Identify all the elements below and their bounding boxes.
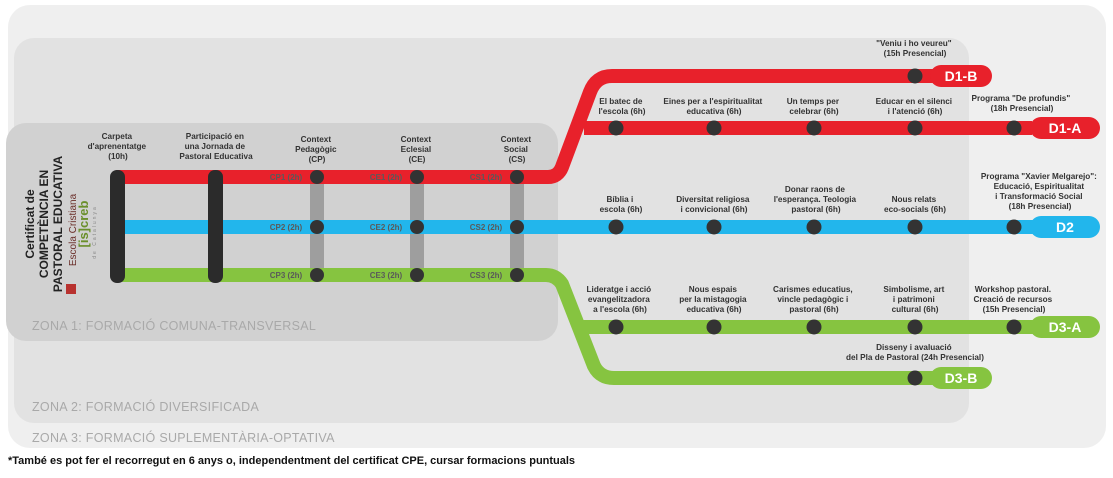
stop-cp1[interactable]: [310, 170, 324, 184]
code-cs2: CS2 (2h): [470, 223, 503, 232]
label-d2-3: Donar raons de l'esperança. Teologia pas…: [774, 185, 859, 214]
stop-ce1[interactable]: [410, 170, 424, 184]
stop-cs3[interactable]: [510, 268, 524, 282]
logo-mark-icon: [66, 284, 76, 294]
label-d1a-2: Eines per a l'espiritualitat educativa (…: [663, 97, 764, 116]
zone-2-label: ZONA 2: FORMACIÓ DIVERSIFICADA: [32, 399, 259, 414]
badge-d1b[interactable]: [930, 65, 992, 87]
side-title-line-3: PASTORAL EDUCATIVA: [51, 156, 65, 293]
header-jornada: Participació en una Jornada de Pastoral …: [179, 132, 253, 161]
badge-d2-text: D2: [1056, 219, 1074, 235]
badge-d3b-text: D3-B: [945, 370, 978, 386]
header-cp: Context Pedagògic (CP): [295, 135, 339, 164]
header-carpeta: Carpeta d'aprenentatge (10h): [88, 132, 149, 161]
logo-sub: de Catalunya: [92, 205, 98, 258]
stop-d2-3[interactable]: [806, 219, 822, 235]
badge-d3a-text: D3-A: [1049, 319, 1082, 335]
stop-d1a-2[interactable]: [706, 120, 722, 136]
stop-cs2[interactable]: [510, 220, 524, 234]
label-d1a-4: Educar en el silenci i l'atenció (6h): [876, 97, 955, 116]
code-cp1: CP1 (2h): [270, 173, 303, 182]
label-d3a-4: Simbolisme, art i patrimoni cultural (6h…: [883, 285, 946, 314]
label-d3a-3: Carismes educatius, vincle pedagògic i p…: [773, 285, 855, 314]
jornada-bar: [208, 170, 223, 283]
label-d2-1: Bíblia i escola (6h): [600, 195, 643, 214]
zone-1-label: ZONA 1: FORMACIÓ COMUNA-TRANSVERSAL: [32, 318, 316, 333]
label-d2-2: Diversitat religiosa i convicional (6h): [676, 195, 752, 214]
logo-name: Escola Cristiana: [68, 193, 79, 266]
badge-d1a-text: D1-A: [1049, 120, 1082, 136]
badge-d2[interactable]: [1030, 216, 1100, 238]
badge-d1b-text: D1-B: [945, 68, 978, 84]
stop-d3a-2[interactable]: [706, 319, 722, 335]
footnote: *També es pot fer el recorregut en 6 any…: [8, 455, 576, 467]
label-d2-4: Nous relats eco-socials (6h): [884, 195, 946, 214]
stop-d3a-3[interactable]: [806, 319, 822, 335]
code-cs3: CS3 (2h): [470, 271, 503, 280]
stop-d2-4[interactable]: [907, 219, 923, 235]
stop-d3a-4[interactable]: [907, 319, 923, 335]
carpeta-bar: [110, 170, 125, 283]
code-ce1: CE1 (2h): [370, 173, 403, 182]
stop-d1a-1[interactable]: [608, 120, 624, 136]
code-cp2: CP2 (2h): [270, 223, 303, 232]
stop-cs1[interactable]: [510, 170, 524, 184]
code-ce2: CE2 (2h): [370, 223, 403, 232]
stop-d1b[interactable]: [907, 68, 923, 84]
header-ce: Context Eclesial (CE): [401, 135, 434, 164]
stop-d3a-5[interactable]: [1006, 319, 1022, 335]
stop-d2-1[interactable]: [608, 219, 624, 235]
zone-3-label: ZONA 3: FORMACIÓ SUPLEMENTÀRIA-OPTATIVA: [32, 430, 335, 445]
label-d2-5: Programa "Xavier Melgarejo": Educació, E…: [981, 172, 1099, 211]
stop-d3b[interactable]: [907, 370, 923, 386]
stop-cp2[interactable]: [310, 220, 324, 234]
code-cs1: CS1 (2h): [470, 173, 503, 182]
stop-d2-5[interactable]: [1006, 219, 1022, 235]
side-title-line-2: COMPETÈNCIA EN: [36, 170, 51, 278]
stop-ce2[interactable]: [410, 220, 424, 234]
label-d3a-2: Nous espais per la mistagogia educativa …: [679, 285, 749, 314]
label-d3a-1: Lideratge i acció evangelitzadora a l'es…: [587, 285, 654, 314]
label-d1a-3: Un temps per celebrar (6h): [787, 97, 842, 116]
stop-d1a-4[interactable]: [907, 120, 923, 136]
code-cp3: CP3 (2h): [270, 271, 303, 280]
stop-d3a-1[interactable]: [608, 319, 624, 335]
stop-cp3[interactable]: [310, 268, 324, 282]
badge-d3a[interactable]: [1030, 316, 1100, 338]
stop-d1a-3[interactable]: [806, 120, 822, 136]
badge-d1a[interactable]: [1030, 117, 1100, 139]
d1b-route: [520, 69, 968, 184]
side-title: Certificat de: [23, 189, 37, 259]
label-d3b: Disseny i avaluació del Pla de Pastoral …: [846, 343, 984, 362]
stop-d1a-5[interactable]: [1006, 120, 1022, 136]
stop-ce3[interactable]: [410, 268, 424, 282]
logo-brand: [is]creb: [76, 200, 91, 247]
code-ce3: CE3 (2h): [370, 271, 403, 280]
svg-text:Certificat de: Certificat de: [23, 189, 37, 259]
header-cs: Context Social (CS): [501, 135, 534, 164]
badge-d3b[interactable]: [930, 367, 992, 389]
label-d1a-5: Programa "De profundis" (18h Presencial): [971, 94, 1072, 113]
label-d1a-1: El batec de l'escola (6h): [599, 97, 646, 116]
label-d1b: "Veniu i ho veureu" (15h Presencial): [876, 39, 954, 58]
label-d3a-5: Workshop pastoral. Creació de recursos (…: [973, 285, 1054, 314]
stop-d2-2[interactable]: [706, 219, 722, 235]
